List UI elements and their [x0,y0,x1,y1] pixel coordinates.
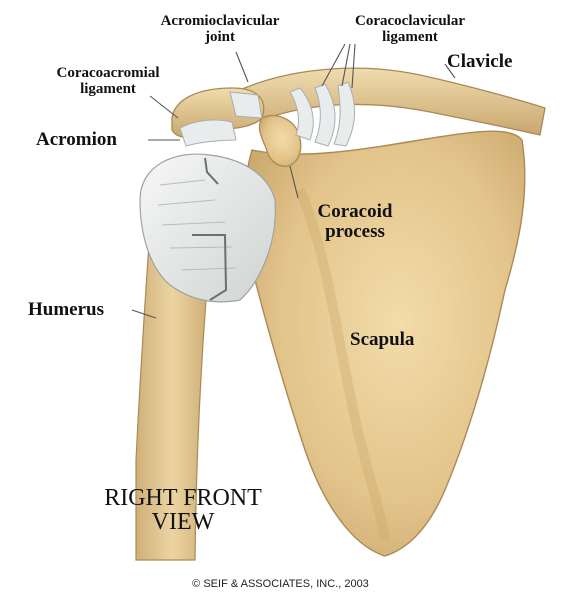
label-scapula: Scapula [350,330,414,350]
label-coracoclavicular-ligament: Coracoclavicular ligament [315,14,505,46]
label-coracoacromial-ligament: Coracoacromial ligament [28,66,188,98]
label-humerus: Humerus [28,300,104,320]
view-caption: RIGHT FRONT VIEW [72,486,294,534]
label-acromioclavicular-joint: Acromioclavicular joint [122,14,318,46]
copyright-credit: © SEIF & ASSOCIATES, INC., 2003 [0,578,561,590]
label-coracoid-process: Coracoid process [290,202,420,242]
label-clavicle: Clavicle [447,52,512,72]
label-acromion: Acromion [36,130,117,150]
